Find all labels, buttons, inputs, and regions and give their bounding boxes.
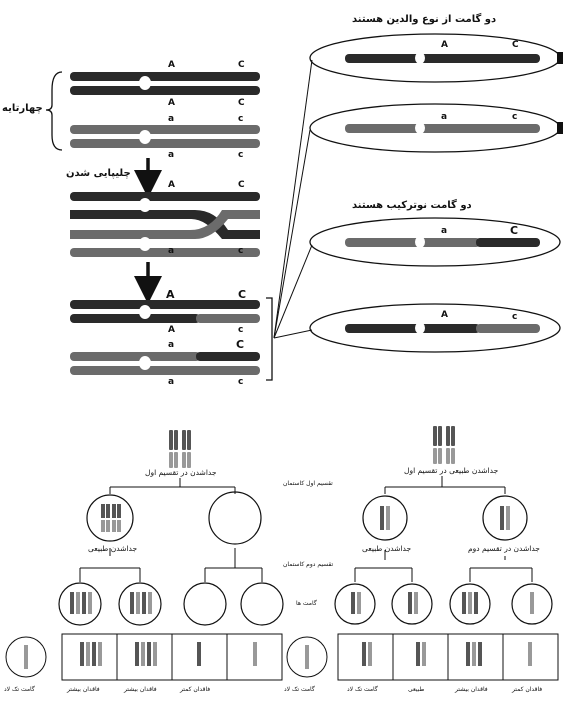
- allele-label: C: [238, 98, 245, 108]
- gamete-caption: گامت تک لاد: [347, 686, 378, 693]
- allele-label: c: [238, 325, 244, 335]
- allele-label: A: [166, 288, 175, 301]
- nondisjunction-tree-lines: [79, 476, 533, 582]
- allele-label: C: [238, 60, 245, 70]
- allele-label: c: [238, 377, 244, 387]
- gamete-caption: فاقدان کمتر: [512, 686, 543, 693]
- gamete-caption: گامت تک لاد: [284, 686, 315, 693]
- meiosis1-chromosomes: [101, 504, 510, 532]
- recombinant-gametes-label: دو گامت نوترکیب هستند: [352, 200, 472, 211]
- gamete-table-chromosomes: [24, 642, 532, 669]
- tetrad-label: چهارتایه: [2, 103, 43, 114]
- left-top-caption: جداشدن در تقسیم اول: [145, 468, 217, 477]
- right-nondisjunction-caption: جداشدن در تقسیم دوم: [468, 544, 540, 553]
- tetrad-brace: [45, 71, 63, 151]
- gamete-caption: فاقدان بیشتر: [124, 686, 157, 693]
- allele-label: a: [168, 377, 175, 387]
- crossing-label: چلیپایی شدن: [66, 168, 131, 179]
- gametes-bracket: [266, 297, 273, 381]
- allele-label: C: [510, 224, 519, 237]
- allele-label: c: [512, 112, 518, 122]
- gametes-label: گامت ها: [296, 600, 317, 607]
- meiosis1-label: تقسیم اول کاستمان: [283, 480, 333, 487]
- allele-label: c: [238, 246, 244, 256]
- allele-label: A: [441, 40, 448, 50]
- left-normal-caption: جداشدن طبیعی: [88, 544, 138, 553]
- allele-label: A: [168, 60, 175, 70]
- top-cell-right: [433, 426, 455, 464]
- allele-label: a: [168, 340, 175, 350]
- allele-label: C: [236, 338, 245, 351]
- allele-label: C: [238, 180, 245, 190]
- allele-label: C: [238, 288, 247, 301]
- allele-label: c: [238, 114, 244, 124]
- allele-label: C: [512, 40, 519, 50]
- allele-label: a: [168, 150, 175, 160]
- gamete-caption: فاقدان بیشتر: [67, 686, 100, 693]
- meiosis2-chromosomes: [70, 592, 534, 614]
- gamete-caption: فاقدان بیشتر: [455, 686, 488, 693]
- gamete-caption: طبیعی: [408, 686, 425, 693]
- allele-label: A: [168, 325, 175, 335]
- right-normal-caption: جداشدن طبیعی: [362, 544, 412, 553]
- allele-label: a: [441, 226, 448, 236]
- allele-label: a: [168, 114, 175, 124]
- allele-label: A: [168, 98, 175, 108]
- recombined-chromosomes: [70, 300, 260, 375]
- crossing-chromosomes: [70, 192, 260, 257]
- allele-label: c: [512, 312, 518, 322]
- gamete-ovals: [309, 33, 563, 353]
- fan-lines: [273, 59, 313, 339]
- allele-label: c: [238, 150, 244, 160]
- tetrad-chromosomes: [70, 72, 260, 148]
- meiosis2-cells: [58, 582, 553, 626]
- allele-label: A: [441, 310, 448, 320]
- allele-label: A: [168, 180, 175, 190]
- allele-label: a: [441, 112, 448, 122]
- top-cell-left: [169, 430, 191, 468]
- meiosis1-cells: [86, 491, 528, 545]
- allele-label: a: [168, 246, 175, 256]
- meiosis2-label: تقسیم دوم کاستمان: [283, 561, 334, 568]
- gamete-caption: فاقدان کمتر: [180, 686, 211, 693]
- gamete-caption: گامت تک لاد: [4, 686, 35, 693]
- right-top-caption: جداشدن طبیعی در تقسیم اول: [404, 466, 499, 475]
- parental-gametes-label: دو گامت از نوع والدین هستند: [352, 14, 497, 25]
- gamete-table: [5, 633, 559, 681]
